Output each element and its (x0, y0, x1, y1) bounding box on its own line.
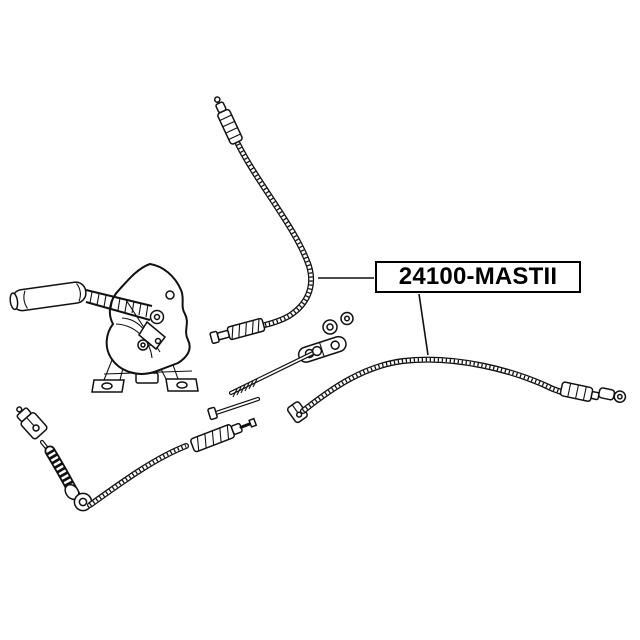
cable-eye-fitting (598, 387, 627, 404)
washer-a (322, 319, 338, 335)
cable-clevis-fitting (16, 406, 48, 440)
washer-grommets (322, 311, 354, 335)
brake-lever-assembly (9, 262, 199, 393)
clevis-pin (207, 396, 261, 421)
upper-cable-top-fitting (213, 96, 243, 145)
mounting-base (91, 359, 199, 393)
part-number-label: 24100-MASTII (375, 261, 581, 293)
lever-arm (85, 289, 153, 321)
washer-b (340, 311, 354, 326)
lower-left-cable (16, 406, 258, 512)
cable-adjuster-rings (64, 483, 93, 512)
right-cable-end-fitting (559, 381, 600, 402)
cable-end-housing (190, 417, 258, 453)
lever-grip (9, 281, 87, 312)
upper-cable-end-fitting (209, 317, 266, 345)
lower-right-cable (286, 356, 627, 424)
equalizer-bracket (297, 335, 347, 363)
adjuster-rod (228, 345, 323, 398)
upper-cable (209, 96, 315, 345)
leader-line-lower-cable (418, 293, 429, 356)
leader-lines (318, 277, 429, 356)
